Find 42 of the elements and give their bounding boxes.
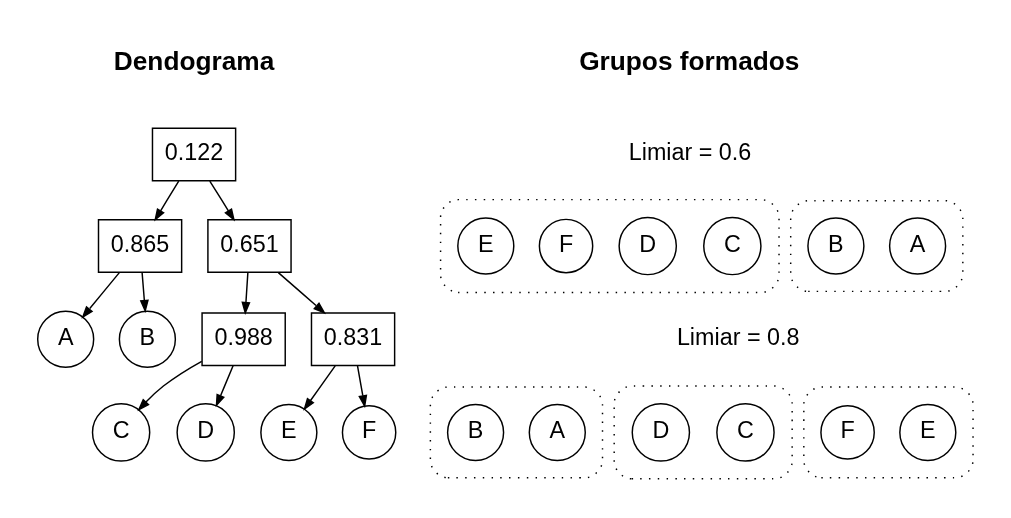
- cluster: [439, 198, 780, 294]
- node-box: 0.831: [310, 312, 396, 367]
- node-circle: B: [118, 310, 177, 368]
- node-circle: E: [457, 217, 515, 275]
- arrow: [241, 271, 251, 315]
- arrow: [137, 360, 203, 412]
- arrow: [303, 365, 336, 411]
- node-box: 0.988: [201, 312, 286, 367]
- node-box: 0.122: [151, 127, 237, 182]
- node-box: 0.865: [97, 219, 183, 274]
- node-circle: A: [888, 217, 947, 275]
- arrow: [154, 180, 180, 222]
- node-circle: D: [618, 216, 678, 276]
- node-circle: D: [631, 403, 691, 462]
- arrow: [356, 365, 368, 409]
- arrow: [139, 271, 149, 314]
- label: Dendograma: [113, 46, 275, 77]
- arrow: [277, 271, 327, 315]
- node-circle: B: [446, 403, 505, 462]
- node-circle: C: [716, 403, 775, 462]
- node-circle: A: [36, 310, 95, 368]
- cluster: [803, 386, 974, 479]
- node-circle: F: [820, 405, 875, 460]
- label: Limiar = 0.8: [676, 323, 800, 350]
- node-circle: B: [807, 217, 865, 275]
- label: Grupos formados: [579, 46, 800, 77]
- cluster: [789, 199, 964, 293]
- node-circle: C: [703, 216, 762, 276]
- arrow: [81, 271, 121, 319]
- node-circle: F: [538, 218, 594, 274]
- node-box: 0.651: [207, 219, 292, 274]
- node-circle: E: [260, 403, 318, 462]
- cluster: [429, 386, 604, 479]
- arrow: [215, 365, 234, 408]
- node-circle: A: [528, 403, 586, 462]
- cluster: [613, 385, 793, 480]
- label: Limiar = 0.6: [628, 138, 752, 165]
- arrow: [209, 180, 236, 222]
- node-circle: F: [341, 405, 397, 460]
- node-circle: D: [176, 403, 236, 462]
- node-circle: C: [91, 403, 151, 462]
- node-circle: E: [899, 403, 957, 462]
